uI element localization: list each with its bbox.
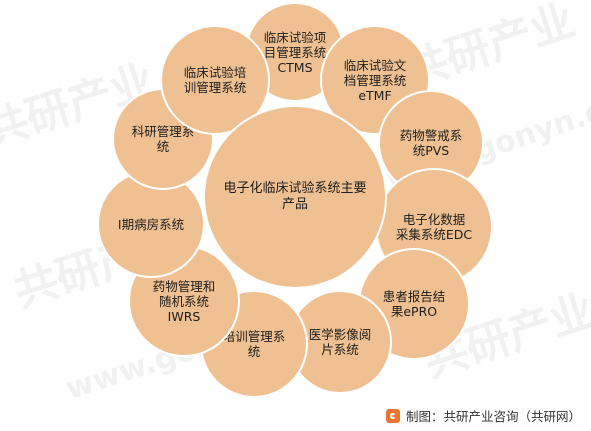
node-label: 患者报告结 果ePRO (382, 289, 446, 319)
node-label: 医学影像阅 片系统 (308, 327, 372, 357)
node-label: 临床试验项 目管理系统 CTMS (263, 29, 327, 75)
logo-icon (385, 408, 400, 423)
node-label: 培训管理系 统 (222, 329, 286, 359)
node-label: 科研管理系 统 (131, 124, 195, 154)
node-label: I期病房系统 (117, 216, 185, 232)
credit-text: 制图：共研产业咨询（共研网） (405, 409, 581, 424)
center-circle: 电子化临床试验系统主要 产品 (203, 105, 387, 289)
node-label: 临床试验培 训管理系统 (183, 65, 247, 95)
node-label: 临床试验文 档管理系统 eTMF (343, 57, 407, 103)
node-label: 药物警戒系 统PVS (399, 128, 463, 158)
node-label: 电子化数据 采集系统EDC (395, 212, 473, 242)
node-label: 药物管理和 随机系统 IWRS (152, 278, 216, 324)
node-phase1: I期病房系统 (97, 170, 205, 278)
center-label: 电子化临床试验系统主要 产品 (223, 181, 367, 212)
source-credit: 制图：共研产业咨询（共研网） (385, 406, 581, 425)
